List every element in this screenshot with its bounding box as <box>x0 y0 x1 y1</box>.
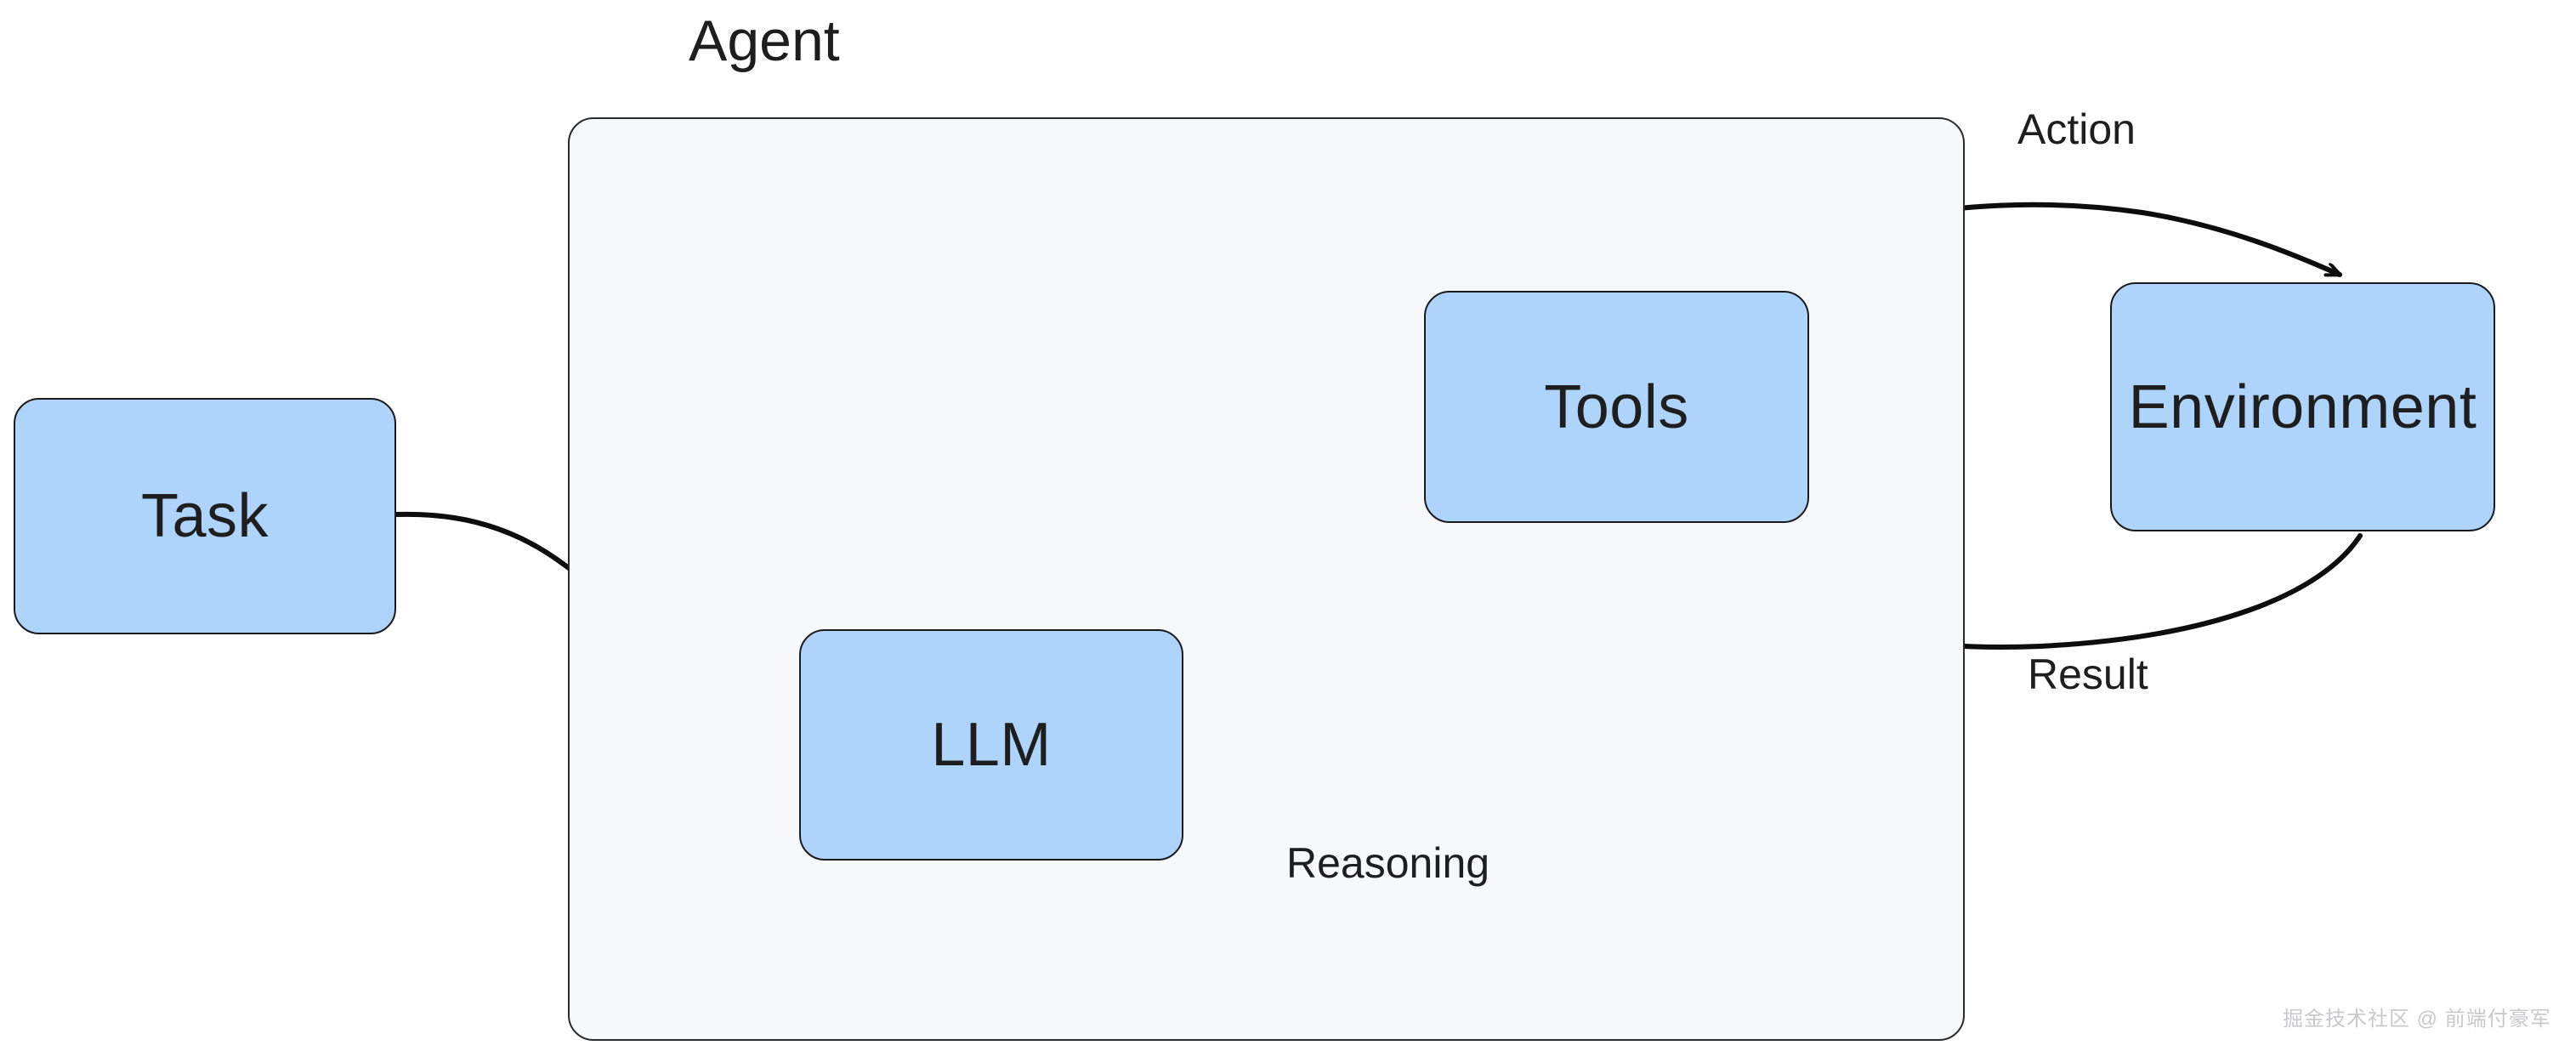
node-llm[interactable]: LLM <box>799 629 1183 861</box>
edge-label-action: Action <box>2017 105 2136 153</box>
agent-group-container[interactable] <box>568 117 1965 1041</box>
node-tools[interactable]: Tools <box>1424 291 1809 523</box>
node-environment-label: Environment <box>2128 372 2477 441</box>
node-task[interactable]: Task <box>14 398 396 634</box>
node-llm-label: LLM <box>931 711 1052 779</box>
node-tools-label: Tools <box>1544 372 1689 441</box>
watermark: 掘金技术社区 @ 前端付豪军 <box>2283 1008 2551 1031</box>
node-task-label: Task <box>140 482 270 550</box>
node-environment[interactable]: Environment <box>2110 282 2495 531</box>
edge-label-result: Result <box>2028 650 2148 698</box>
agent-group-title: Agent <box>689 9 840 73</box>
edge-label-reasoning: Reasoning <box>1286 839 1490 887</box>
